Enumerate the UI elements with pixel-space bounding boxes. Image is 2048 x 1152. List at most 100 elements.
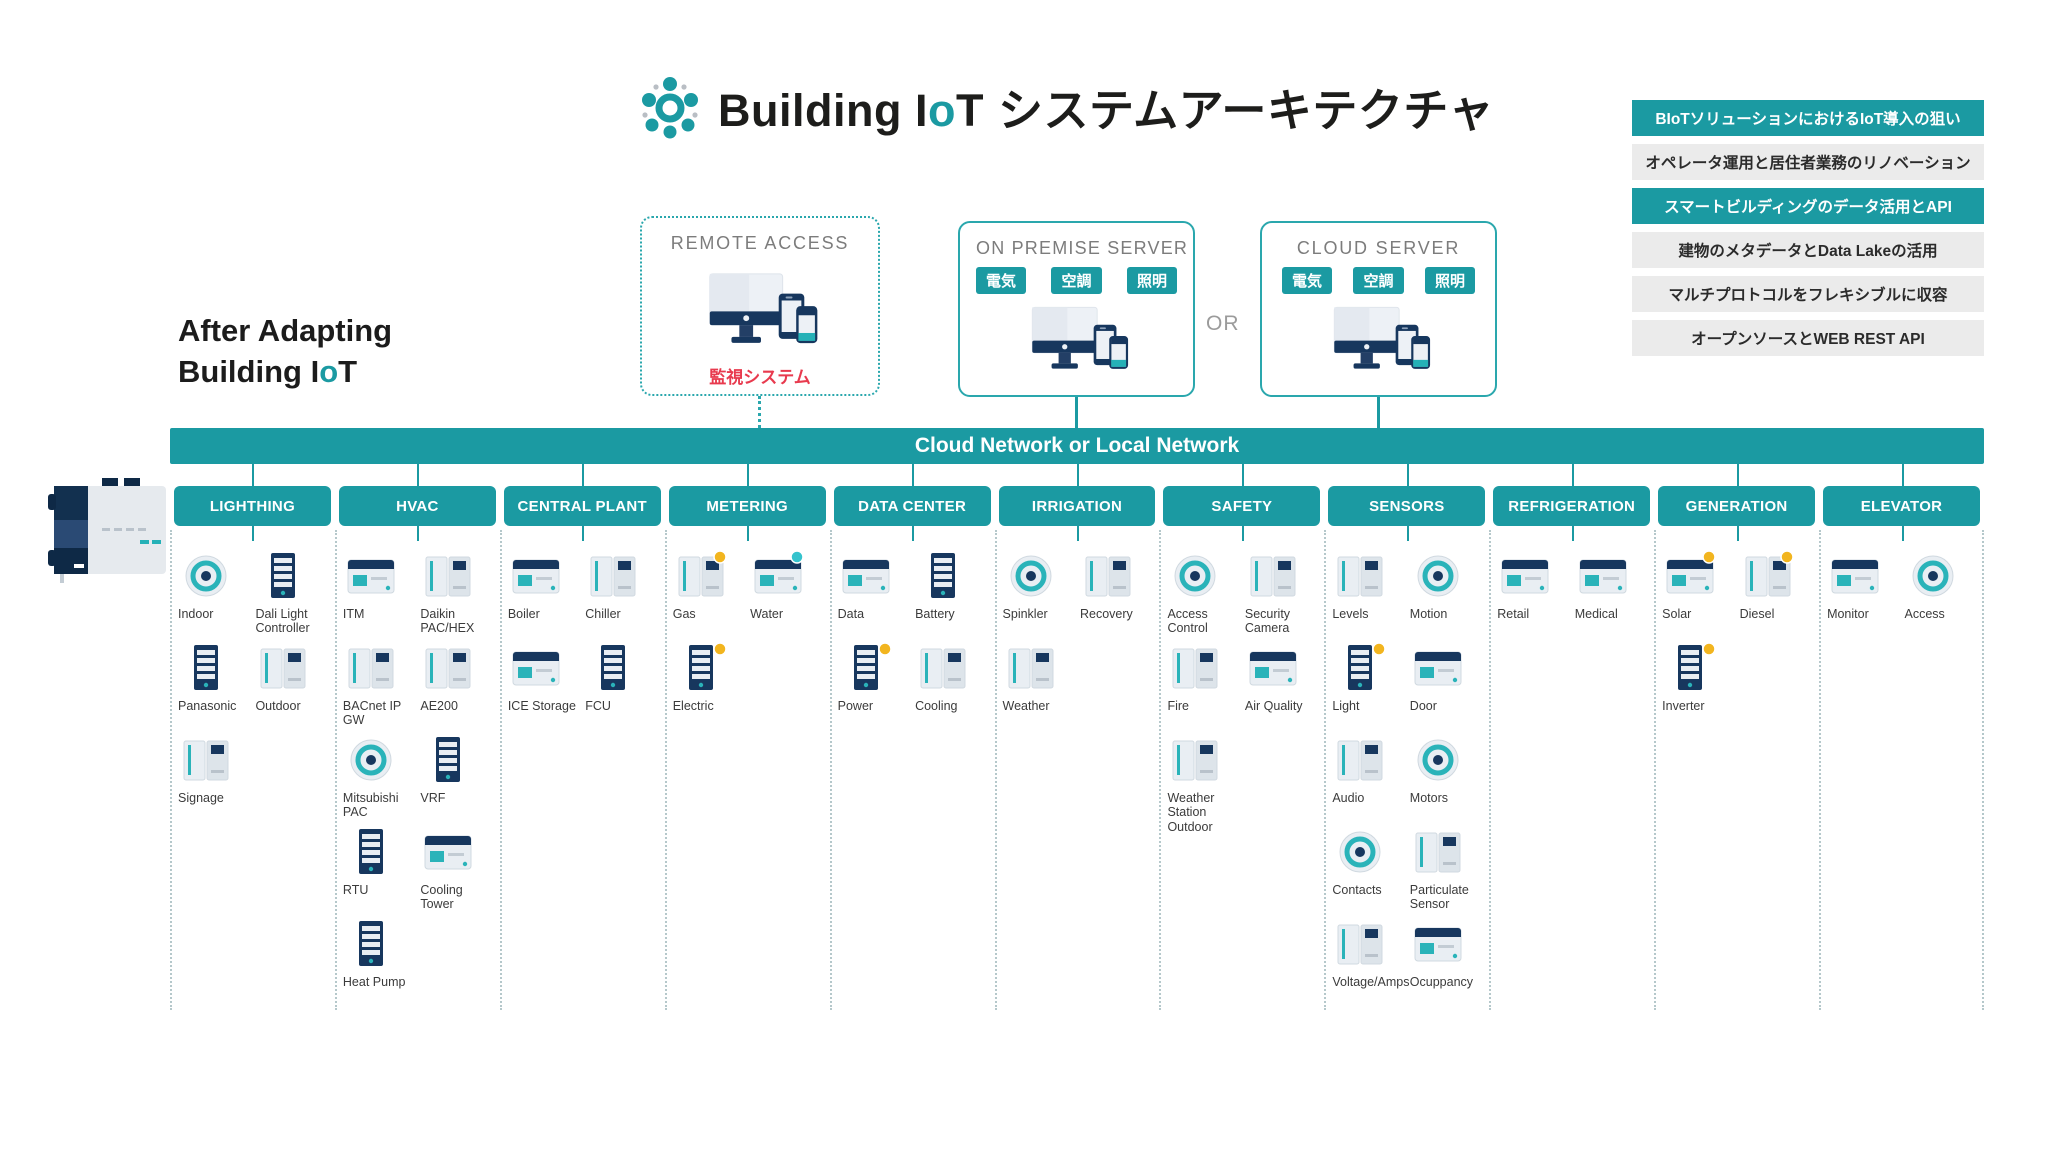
column-divider: [1324, 530, 1327, 1010]
device-irrigation-recovery: Recovery: [1080, 548, 1157, 640]
goal-row-4: 建物のメタデータとData Lakeの活用: [1632, 232, 1984, 268]
header-to-devices-line: [252, 526, 255, 541]
contact-sensor-icon: [1332, 824, 1388, 880]
device-lighthing-indoor: Indoor: [178, 548, 255, 640]
device-label: Electric: [672, 699, 714, 713]
device-label: RTU: [342, 883, 369, 897]
bar-to-header-line: [252, 464, 255, 486]
street-lamp-icon: [255, 640, 311, 696]
header-to-devices-line: [1736, 526, 1739, 541]
device-label: Recovery: [1079, 607, 1133, 621]
cloud-server-chips: 電気空調照明: [1262, 267, 1495, 294]
network-bar: Cloud Network or Local Network: [170, 428, 1984, 464]
device-generation-solar: Solar: [1662, 548, 1739, 640]
device-label: Access Control: [1167, 607, 1208, 636]
column-divider: [1654, 530, 1657, 1010]
elevator-monitor-icon: [1827, 548, 1883, 604]
chip-cloud-server-chips-空調: 空調: [1353, 267, 1404, 294]
chip-on-premise-chips-電気: 電気: [976, 267, 1027, 294]
device-elevator-monitor: Monitor: [1827, 548, 1904, 640]
category-header-metering: METERING: [668, 486, 826, 526]
device-label: AE200: [420, 699, 458, 713]
device-lighthing-signage: Signage: [178, 732, 255, 824]
access-control-icon: [1167, 548, 1223, 604]
device-label: Heat Pump: [342, 975, 406, 989]
bar-to-header-line: [1076, 464, 1079, 486]
column-divider: [170, 530, 172, 1010]
air-quality-sensor-icon: [1245, 640, 1301, 696]
device-label: Outdoor: [255, 699, 301, 713]
category-header-central-plant: CENTRAL PLANT: [503, 486, 661, 526]
rooftop-unit-icon: [343, 824, 399, 880]
device-label: Motors: [1409, 791, 1448, 805]
device-data-center-data: Data: [838, 548, 915, 640]
heat-pump-icon: [343, 916, 399, 972]
device-label: Light: [1332, 699, 1360, 713]
medical-fridge-icon: [1575, 548, 1631, 604]
gas-meter-icon: [673, 548, 729, 604]
device-generation-diesel: Diesel: [1740, 548, 1817, 640]
smoke-detector-icon: [1167, 640, 1223, 696]
device-safety-security-camera: Security Camera: [1245, 548, 1322, 640]
device-hvac-heat-pump: Heat Pump: [343, 916, 420, 1008]
column-divider: [334, 530, 337, 1010]
device-label: Boiler: [507, 607, 540, 621]
control-panel-icon: [420, 640, 476, 696]
motor-icon: [1410, 732, 1466, 788]
inverter-icon: [1662, 640, 1718, 696]
goal-row-1: BIoTソリューションにおけるIoT導入の狙い: [1632, 100, 1984, 136]
device-safety-weather-station-outdoor: Weather Station Outdoor: [1167, 732, 1322, 834]
device-central-plant-boiler: Boiler: [508, 548, 585, 640]
device-hvac-rtu: RTU: [343, 824, 420, 916]
column-divider: [994, 530, 997, 1010]
solar-panel-icon: [1662, 548, 1718, 604]
category-header-sensors: SENSORS: [1328, 486, 1486, 526]
device-label: Cooling Tower: [420, 883, 463, 912]
device-label: ITM: [342, 607, 365, 621]
column-divider: [829, 530, 832, 1010]
after-adapting-heading: After Adapting Building IoT: [178, 313, 393, 389]
header-to-devices-line: [582, 526, 585, 541]
workstation-devices-icon: [1262, 302, 1495, 379]
device-safety-fire: Fire: [1167, 640, 1244, 732]
device-safety-air-quality: Air Quality: [1245, 640, 1322, 732]
device-label: Indoor: [178, 607, 214, 621]
audio-sensor-icon: [1332, 732, 1388, 788]
device-label: ICE Storage: [507, 699, 576, 713]
bar-to-header-line: [1571, 464, 1574, 486]
device-label: Dali Light Controller: [255, 607, 310, 636]
bar-to-header-line: [1901, 464, 1904, 486]
device-label: VRF: [420, 791, 446, 805]
column-divider: [1819, 530, 1822, 1010]
device-metering-water: Water: [750, 548, 827, 640]
device-central-plant-chiller: Chiller: [585, 548, 662, 640]
on-premise-connector-line: [1075, 397, 1078, 428]
diesel-generator-icon: [1740, 548, 1796, 604]
column-divider: [664, 530, 667, 1010]
device-label: Access: [1904, 607, 1945, 621]
device-lighthing-outdoor: Outdoor: [255, 640, 332, 732]
touch-panel-icon: [343, 548, 399, 604]
column-divider: [1982, 530, 1984, 1010]
on-premise-server-box: ON PREMISE SERVER 電気空調照明: [958, 221, 1195, 397]
chip-cloud-server-chips-照明: 照明: [1424, 267, 1475, 294]
on-premise-chips: 電気空調照明: [960, 267, 1193, 294]
workstation-devices-icon: [642, 268, 878, 355]
ceiling-light-icon: [178, 548, 234, 604]
header-to-devices-line: [1241, 526, 1244, 541]
device-label: Spinkler: [1002, 607, 1048, 621]
device-central-plant-fcu: FCU: [585, 640, 662, 732]
cloud-server-box: CLOUD SERVER 電気空調照明: [1260, 221, 1497, 397]
voltage-meter-icon: [1332, 916, 1388, 972]
